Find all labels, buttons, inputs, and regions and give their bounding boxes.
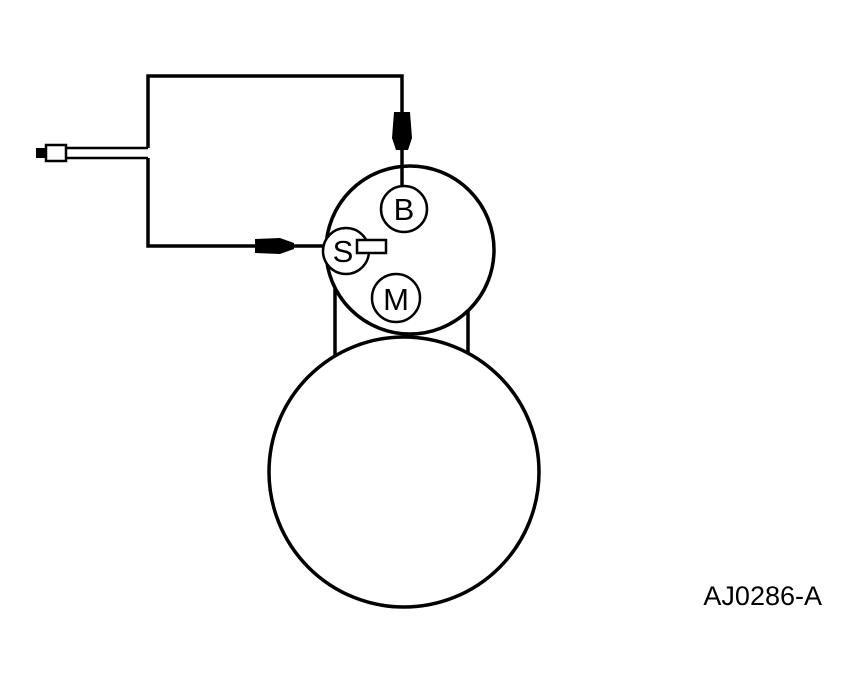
b-terminal-connector xyxy=(392,112,412,150)
b-terminal xyxy=(379,184,429,234)
s-terminal-connector xyxy=(255,238,294,254)
wire-to-b-terminal xyxy=(146,74,404,148)
s-terminal-label: S xyxy=(333,234,354,269)
starter-motor-body xyxy=(267,335,541,609)
m-terminal xyxy=(370,272,422,324)
wire-to-s-terminal xyxy=(146,158,255,248)
harness-plug xyxy=(44,143,68,163)
harness-plug-tip xyxy=(36,148,46,158)
b-terminal-label: B xyxy=(394,192,415,227)
figure-id: AJ0286-A xyxy=(703,581,822,611)
m-terminal-label: M xyxy=(383,282,409,317)
s-terminal-spade xyxy=(355,238,388,255)
